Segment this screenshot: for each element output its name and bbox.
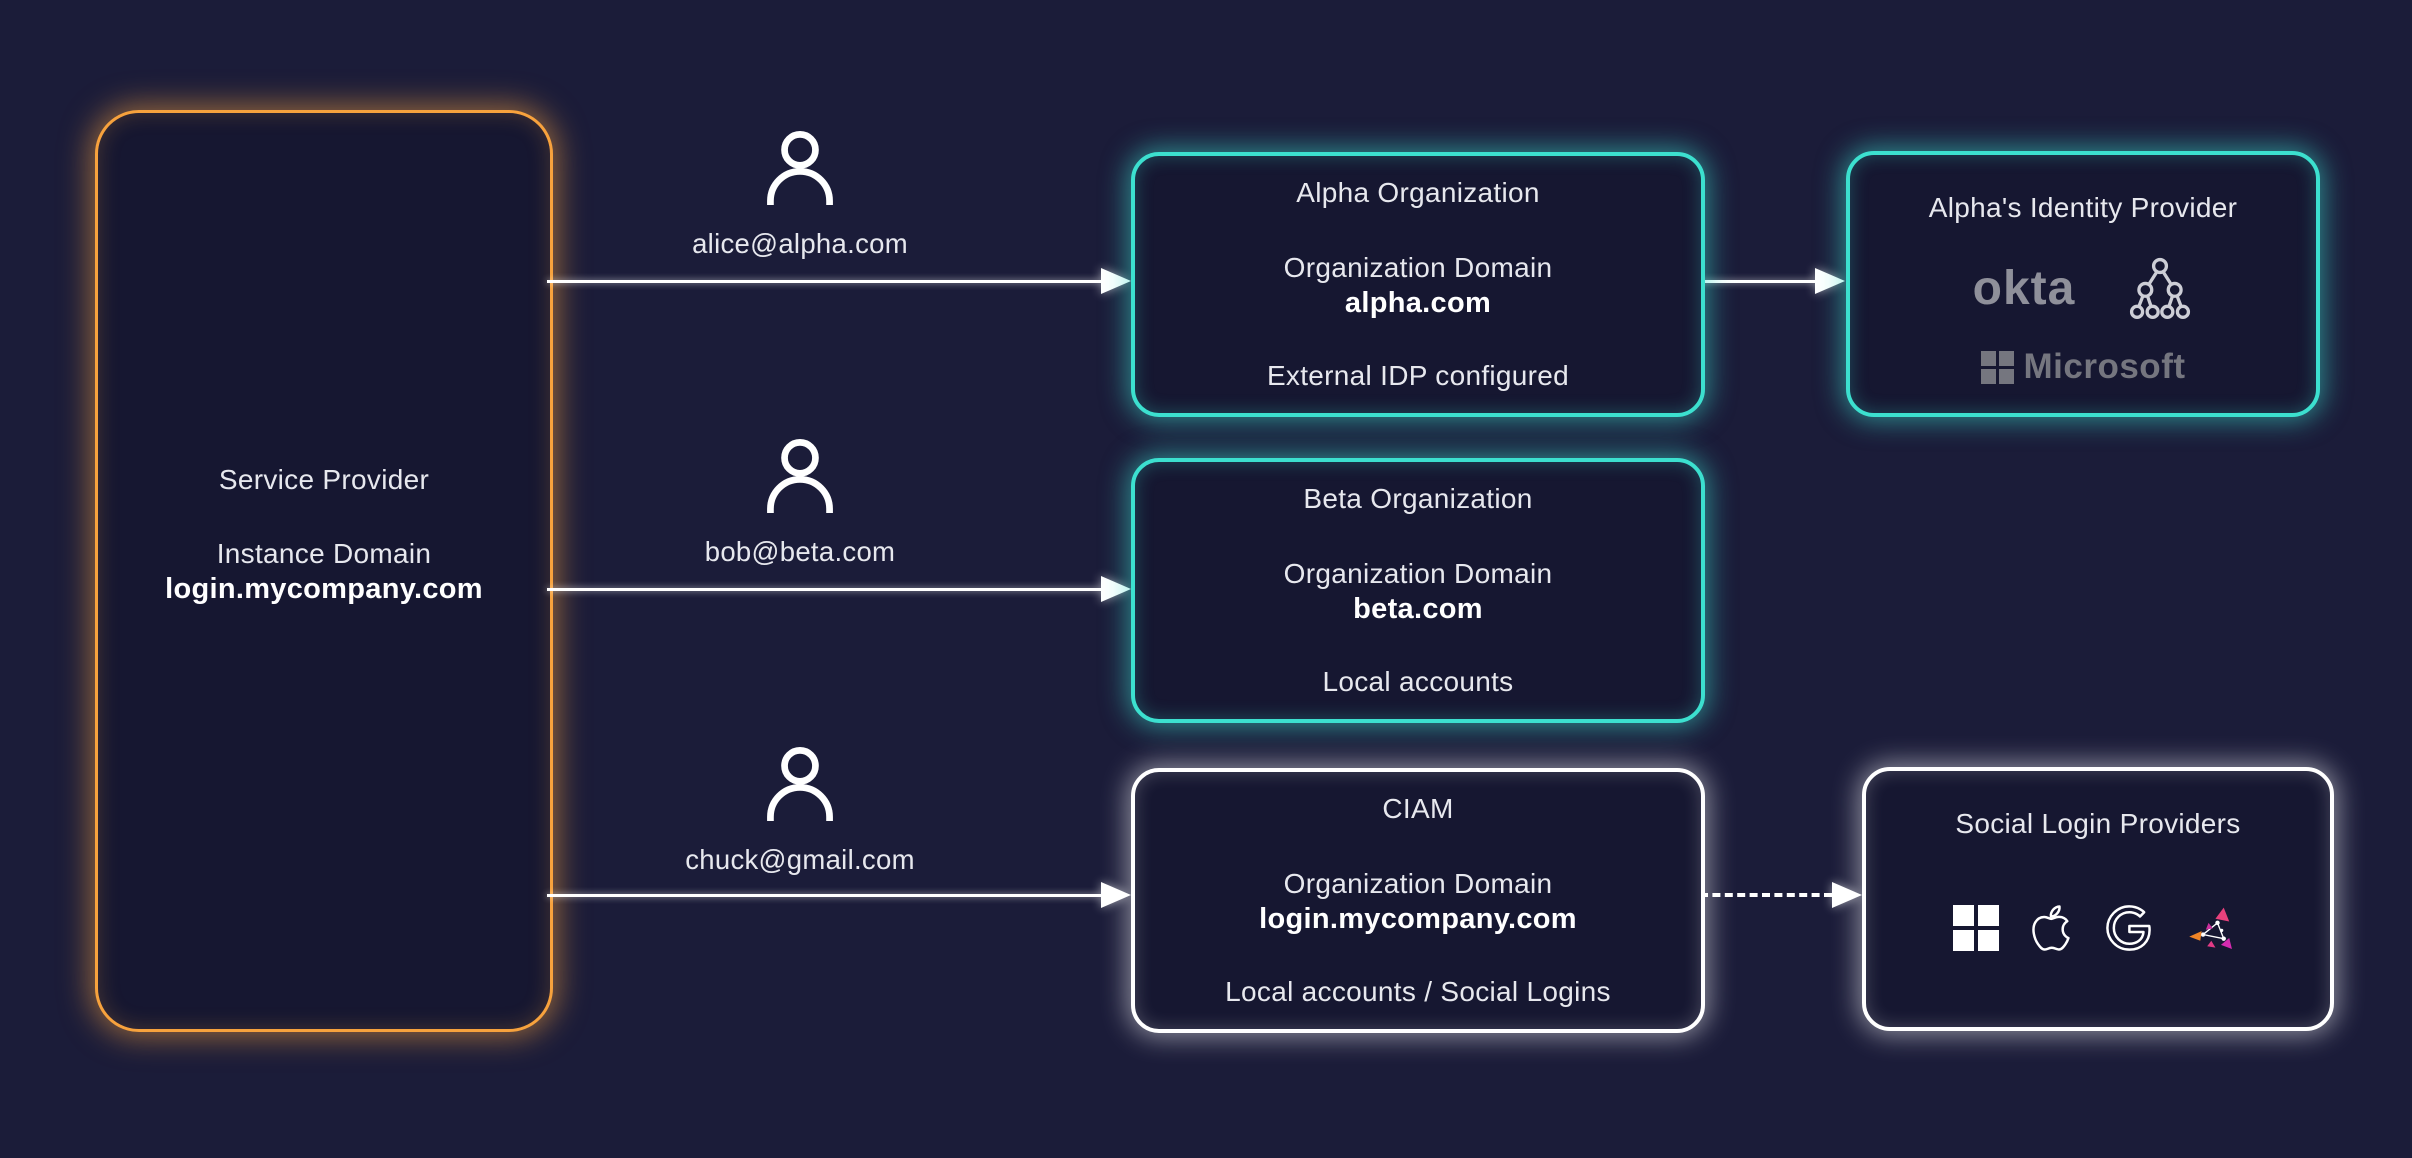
google-icon (2106, 905, 2151, 951)
org-note: Local accounts (1322, 666, 1514, 697)
org-domain-label: Organization Domain (1283, 252, 1553, 283)
org-domain-label: Organization Domain (1283, 868, 1553, 899)
social-login-providers-box: Social Login Providers (1862, 767, 2334, 1031)
org-domain-label: Organization Domain (1283, 558, 1553, 589)
user-email: alice@alpha.com (692, 228, 908, 259)
social-logo-row (1866, 897, 2330, 959)
ciam-organization-box: CIAM Organization Domain login.mycompany… (1131, 768, 1705, 1033)
org-title: CIAM (1382, 793, 1454, 824)
instance-domain-value: login.mycompany.com (165, 573, 483, 605)
org-title: Beta Organization (1303, 483, 1533, 514)
directory-tree-icon (2130, 257, 2191, 319)
user-email: bob@beta.com (704, 536, 896, 567)
okta-logo: okta (1972, 261, 2076, 315)
beta-organization-box: Beta Organization Organization Domain be… (1131, 458, 1705, 723)
service-provider-title: Service Provider (218, 464, 430, 495)
org-note: External IDP configured (1266, 360, 1570, 391)
arrow-chuck-to-ciam (547, 881, 1131, 909)
idp-microsoft-row: Microsoft (1850, 345, 2316, 389)
microsoft-logo: Microsoft (1980, 347, 2186, 387)
arrow-alice-to-alpha (547, 267, 1131, 295)
instance-domain-label: Instance Domain (216, 538, 432, 569)
user-bob: bob@beta.com (580, 434, 1020, 568)
idp-logo-row: okta (1850, 253, 2316, 323)
dashed-arrow-ciam-to-social (1700, 881, 1862, 909)
org-domain-value: alpha.com (1344, 287, 1492, 319)
user-email: chuck@gmail.com (685, 844, 915, 875)
microsoft-wordmark: Microsoft (2023, 347, 2186, 386)
idp-title: Alpha's Identity Provider (1928, 192, 2238, 223)
arrow-alpha-to-idp (1699, 267, 1845, 295)
apple-icon (2032, 905, 2070, 951)
microsoft-icon (1953, 905, 1999, 951)
user-icon (767, 747, 833, 821)
org-note: Local accounts / Social Logins (1225, 976, 1611, 1007)
alpha-organization-box: Alpha Organization Organization Domain a… (1131, 152, 1705, 417)
org-domain-value: login.mycompany.com (1259, 903, 1577, 935)
user-alice: alice@alpha.com (580, 126, 1020, 260)
user-icon (767, 439, 833, 513)
social-title: Social Login Providers (1955, 808, 2241, 839)
alpha-identity-provider-box: Alpha's Identity Provider okta Micr (1846, 151, 2320, 417)
triangle-network-icon (2189, 907, 2232, 950)
org-domain-value: beta.com (1353, 593, 1483, 625)
microsoft-squares-icon (1980, 350, 2014, 384)
service-provider-box: Service Provider Instance Domain login.m… (95, 110, 553, 1032)
org-title: Alpha Organization (1296, 177, 1540, 208)
user-chuck: chuck@gmail.com (580, 742, 1020, 876)
user-icon (767, 131, 833, 205)
arrow-bob-to-beta (547, 575, 1131, 603)
